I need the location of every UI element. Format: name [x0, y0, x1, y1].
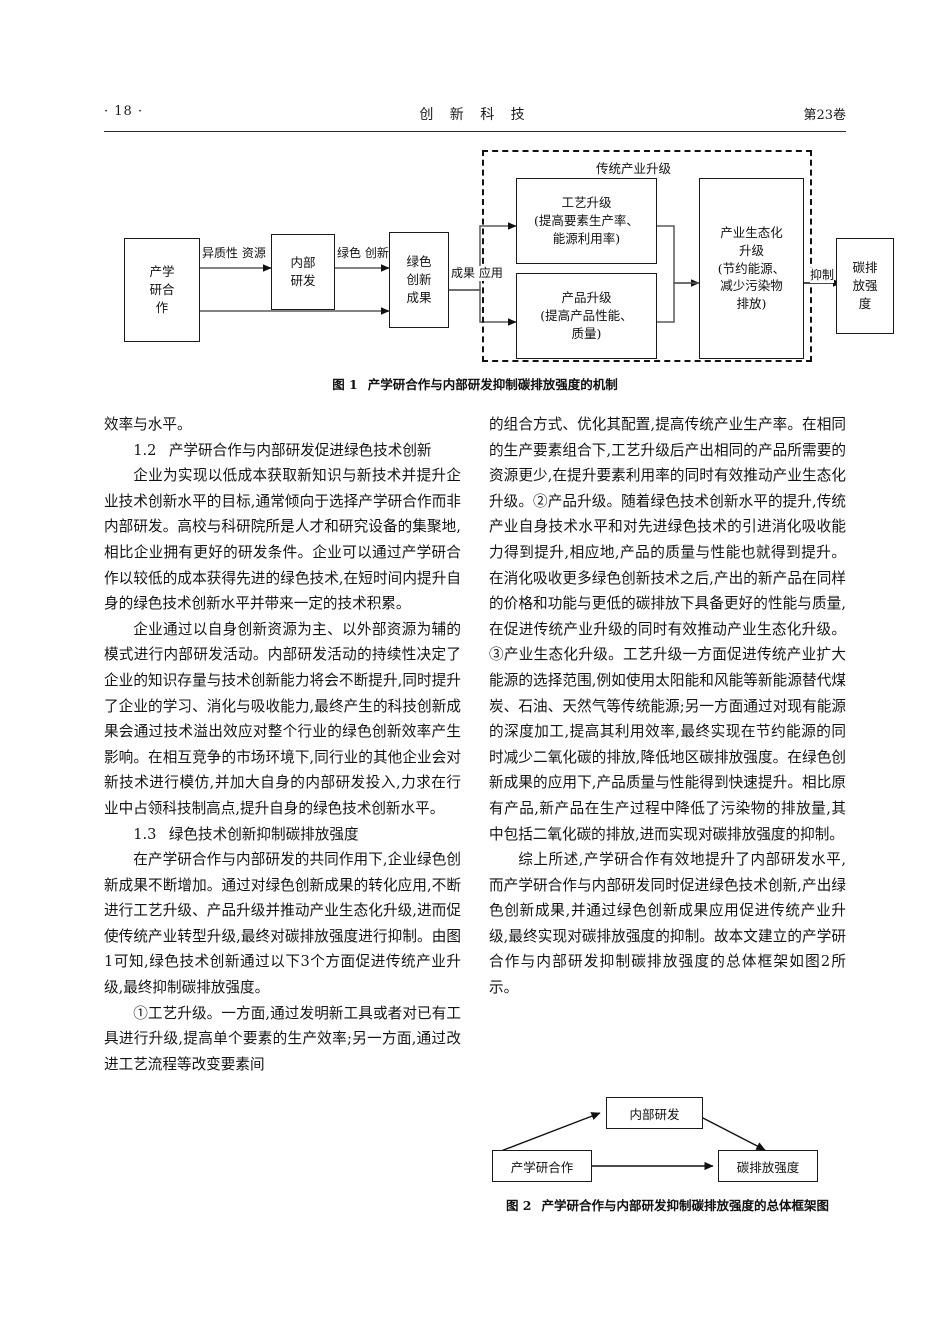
figure-2-caption: 图 2 产学研合作与内部研发抑制碳排放强度的总体框架图: [489, 1195, 846, 1214]
box-line: 排放): [736, 296, 767, 312]
heading-1-3: 1.3 绿色技术创新抑制碳排放强度: [104, 822, 461, 848]
figure-1-diagram: 传统产业升级 产学 研合 作 异质性 资源 内部 研发 绿色 创新 绿色 创新 …: [104, 142, 846, 370]
paragraph-1: 企业为实现以低成本获取新知识与新技术并提升企业技术创新水平的目标,通常倾向于选择…: [104, 467, 461, 613]
body-column-right: 的组合方式、优化其配置,提高传统产业生产率。在相同的生产要素组合下,工艺升级后产…: [489, 412, 846, 1001]
figure-2-caption-number: 图 2: [505, 1198, 532, 1213]
heading-text: 产学研合作与内部研发促进绿色技术创新: [168, 441, 432, 459]
box-product-upgrade: 产品升级 (提高产品性能、 质量): [516, 273, 657, 359]
body-column-left: 效率与水平。 1.2 产学研合作与内部研发促进绿色技术创新 企业为实现以低成本获取…: [104, 412, 461, 1077]
group-title-traditional-industry-upgrade: 传统产业升级: [596, 161, 672, 176]
figure-2-diagram: 内部研发 产学研合作 碳排放强度: [489, 1093, 846, 1193]
box-line: 内部: [290, 255, 316, 271]
box-line: 作: [155, 299, 169, 315]
figure-2-connectors: [500, 1112, 766, 1171]
page-number: · 18 ·: [104, 104, 144, 119]
box-carbon-emission-intensity: 碳排 放强 度: [836, 238, 894, 334]
heading-text: 绿色技术创新抑制碳排放强度: [168, 825, 359, 843]
heading-1-2: 1.2 产学研合作与内部研发促进绿色技术创新: [104, 438, 461, 464]
figure-1-caption-text: 产学研合作与内部研发抑制碳排放强度的机制: [367, 377, 618, 392]
edge-label-line: 绿色: [337, 246, 362, 260]
box-industrial-ecologization-upgrade: 产业生态化 升级 (节约能源、 减少污染物 排放): [699, 178, 804, 359]
fig2-box-industry-academia-cooperation: 产学研合作: [492, 1150, 592, 1182]
paragraph-3: 在产学研合作与内部研发的共同作用下,企业绿色创新成果不断增加。通过对绿色创新成果…: [104, 851, 461, 997]
box-internal-rd: 内部 研发: [271, 234, 335, 310]
box-process-upgrade: 工艺升级 (提高要素生产率、 能源利用率): [516, 178, 657, 264]
edge-label-line: 资源: [241, 246, 266, 260]
box-line: 碳排: [852, 260, 878, 276]
box-line: 创新: [406, 272, 432, 288]
edge-label-heterogeneous-resources: 异质性 资源: [202, 246, 266, 261]
figure-1-connectors: [200, 222, 842, 326]
box-line: 绿色: [406, 254, 432, 270]
edge-label-line: 成果: [451, 266, 476, 280]
box-line: 产业生态化: [720, 225, 783, 241]
box-line: 产学: [149, 264, 175, 280]
box-line: 研发: [290, 273, 316, 288]
box-line: 减少污染物: [720, 278, 783, 294]
volume-label: 第23卷: [803, 108, 846, 123]
heading-number: 1.3: [133, 825, 157, 843]
heading-number: 1.2: [133, 441, 157, 459]
figure-2-caption-text: 产学研合作与内部研发抑制碳排放强度的总体框架图: [541, 1198, 830, 1213]
edge-label-line: 异质性: [202, 246, 239, 260]
paragraph-continued: 效率与水平。: [104, 416, 192, 433]
figure-2: 内部研发 产学研合作 碳排放强度: [489, 1093, 846, 1221]
box-line: 放强: [852, 278, 878, 294]
fig2-box-carbon-emission-intensity: 碳排放强度: [718, 1150, 818, 1182]
paragraph-4: ①工艺升级。一方面,通过发明新工具或者对已有工具进行升级,提高单个要素的生产效率…: [104, 1004, 461, 1073]
fig2-box-internal-rd: 内部研发: [606, 1097, 703, 1129]
box-line: (提高产品性能、: [540, 308, 633, 324]
figure-1-caption: 图 1 产学研合作与内部研发抑制碳排放强度的机制: [104, 374, 846, 393]
header-divider: [104, 131, 846, 132]
box-line: 成果: [406, 289, 432, 305]
edge-label-results-application: 成果 应用: [451, 266, 503, 281]
box-line: 工艺升级: [561, 195, 612, 211]
box-line: 度: [858, 295, 872, 311]
box-line: (提高要素生产率、: [534, 213, 639, 229]
box-line: 质量): [571, 325, 602, 341]
box-line: 升级: [738, 242, 764, 258]
box-line: 产品升级: [561, 290, 612, 306]
edge-label-green-innovation: 绿色 创新: [337, 246, 389, 261]
edge-label-suppress: 抑制: [810, 268, 835, 283]
paragraph-5: 综上所述,产学研合作有效地提升了内部研发水平,而产学研合作与内部研发同时促进绿色…: [489, 851, 846, 997]
edge-label-line: 创新: [364, 246, 389, 260]
journal-title: 创 新 科 技: [419, 107, 531, 123]
figure-1: 传统产业升级 产学 研合 作 异质性 资源 内部 研发 绿色 创新 绿色 创新 …: [104, 142, 846, 392]
box-line: 研合: [149, 282, 175, 298]
edge-label-line: 应用: [478, 266, 503, 280]
traditional-industry-upgrade-group: [482, 150, 812, 362]
box-industry-academia-cooperation: 产学 研合 作: [124, 238, 200, 342]
box-line: 能源利用率): [552, 230, 621, 246]
box-line: (节约能源、: [717, 260, 786, 276]
paragraph-2: 企业通过以自身创新资源为主、以外部资源为辅的模式进行内部研发活动。内部研发活动的…: [104, 620, 461, 817]
running-head: · 18 · 创 新 科 技 第23卷: [104, 104, 846, 132]
figure-1-caption-number: 图 1: [332, 377, 358, 392]
paragraph-4-continued: 的组合方式、优化其配置,提高传统产业生产率。在相同的生产要素组合下,工艺升级后产…: [489, 416, 846, 843]
box-green-innovation-results: 绿色 创新 成果: [389, 232, 449, 328]
